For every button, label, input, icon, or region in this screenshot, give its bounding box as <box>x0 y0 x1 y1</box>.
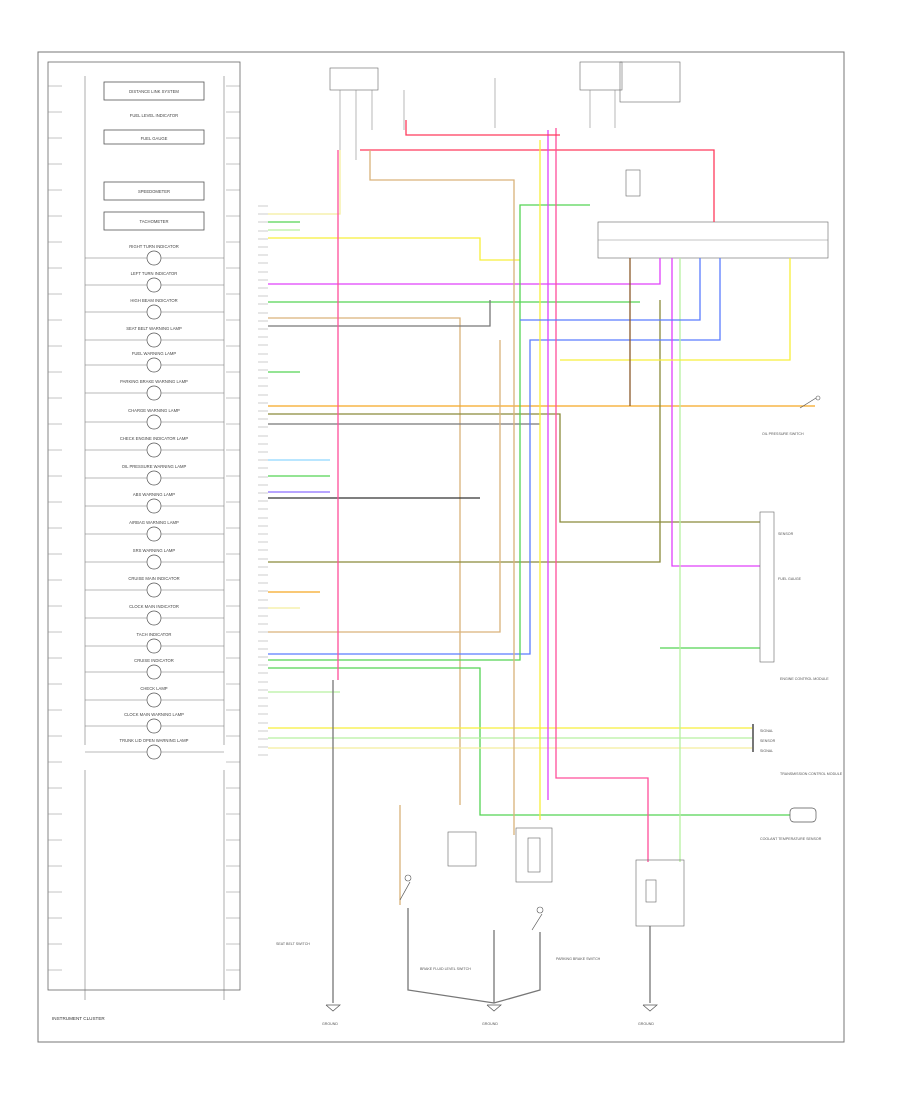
cluster-lamp-label: CRUISE INDICATOR <box>134 658 174 663</box>
ground-label-1: GROUND <box>322 1022 338 1026</box>
wire-harness <box>268 120 815 1004</box>
cluster-lamp: CHARGE WARNING LAMP <box>85 408 224 430</box>
cluster-connector-pins <box>258 205 268 756</box>
cluster-component-label: FUEL GAUGE <box>141 136 168 141</box>
top-connectors <box>329 61 829 259</box>
sensor-label: SENSOR <box>778 532 794 536</box>
cluster-lamp: AIRBAG WARNING LAMP <box>85 520 224 542</box>
wire-olive-2 <box>268 300 661 563</box>
oil-pressure-switch-label: OIL PRESSURE SWITCH <box>762 432 804 436</box>
cluster-lamp-label: ABS WARNING LAMP <box>133 492 175 497</box>
coolant-temperature-sensor-label: COOLANT TEMPERATURE SENSOR <box>760 837 822 841</box>
engine-control-module-label: ENGINE CONTROL MODULE <box>780 677 829 681</box>
cluster-lamp-label: FUEL WARNING LAMP <box>132 351 177 356</box>
wire-green-coolant <box>268 667 790 816</box>
brake-fluid-level-switch-label: BRAKE FLUID LEVEL SWITCH <box>420 967 471 971</box>
cluster-lamp-label: RIGHT TURN INDICATOR <box>129 244 178 249</box>
cluster-lamp: CHECK LAMP <box>85 686 224 708</box>
cluster-lamp-label: CLOCK MAIN INDICATOR <box>129 604 179 609</box>
instrument-cluster: DISTANCE LINK SYSTEM FUEL LEVEL INDICATO… <box>47 61 241 1021</box>
wire-tan-tb <box>369 150 515 835</box>
ground-label-3: GROUND <box>638 1022 654 1026</box>
cluster-outline <box>47 61 241 991</box>
cluster-lamp: CHECK ENGINE INDICATOR LAMP <box>85 436 224 458</box>
cluster-lamp: PARKING BRAKE WARNING LAMP <box>85 379 224 401</box>
tcm-label: TRANSMISSION CONTROL MODULE <box>780 772 843 776</box>
cluster-component-label: TACHOMETER <box>139 219 168 224</box>
cluster-lamp-label: OIL PRESSURE WARNING LAMP <box>122 464 187 469</box>
cluster-component-label: DISTANCE LINK SYSTEM <box>129 89 179 94</box>
cluster-lamp-label: CHECK LAMP <box>140 686 167 691</box>
cluster-lamp-label: TACH INDICATOR <box>137 632 172 637</box>
cluster-lamp-label: AIRBAG WARNING LAMP <box>129 520 179 525</box>
cluster-lamp-label: CRUISE MAIN INDICATOR <box>128 576 179 581</box>
cluster-lamp: FUEL WARNING LAMP <box>85 351 224 373</box>
cluster-lamp: LEFT TURN INDICATOR <box>85 271 224 293</box>
wire-magenta <box>268 258 661 285</box>
wire-yellow-right <box>560 258 791 361</box>
bottom-components: SEAT BELT SWITCH BRAKE FLUID LEVEL SWITC… <box>276 827 685 1026</box>
cluster-lamp-label: PARKING BRAKE WARNING LAMP <box>120 379 188 384</box>
right-components: OIL PRESSURE SWITCH SENSOR FUEL GAUGE EN… <box>752 395 843 841</box>
cluster-lamp: CRUISE MAIN INDICATOR <box>85 576 224 598</box>
wire-red-top <box>360 149 715 222</box>
cluster-lamp-label: CHARGE WARNING LAMP <box>128 408 180 413</box>
wire-pale-yellow <box>268 150 341 215</box>
cluster-lamp: CLOCK MAIN WARNING LAMP <box>85 712 224 734</box>
cluster-lamp-label: HIGH BEAM INDICATOR <box>130 298 177 303</box>
cluster-component-label: FUEL LEVEL INDICATOR <box>130 113 178 118</box>
cluster-lamp: CRUISE INDICATOR <box>85 658 224 680</box>
wire-pink-right <box>555 128 649 862</box>
cluster-lamp: HIGH BEAM INDICATOR <box>85 298 224 320</box>
cluster-lamp-label: CLOCK MAIN WARNING LAMP <box>124 712 184 717</box>
parking-brake-switch-label: PARKING BRAKE SWITCH <box>556 957 601 961</box>
sensor-label-2: SENSOR <box>760 739 776 743</box>
cluster-lamp: TRUNK LID OPEN WARNING LAMP <box>85 738 224 760</box>
wire-tan <box>268 317 461 805</box>
ground-label-2: GROUND <box>482 1022 498 1026</box>
wire-tan-2 <box>268 340 501 633</box>
cluster-lamp: OIL PRESSURE WARNING LAMP <box>85 464 224 486</box>
wire-gray <box>268 300 491 327</box>
cluster-lamp: CLOCK MAIN INDICATOR <box>85 604 224 626</box>
cluster-lamp: TACH INDICATOR <box>85 632 224 654</box>
wire-magenta-fuel <box>671 258 760 567</box>
cluster-lamp: ABS WARNING LAMP <box>85 492 224 514</box>
wire-green-top <box>268 204 590 661</box>
wire-blue <box>268 258 721 655</box>
signal-label: SIGNAL <box>760 729 773 733</box>
fuel-gauge-label: FUEL GAUGE <box>778 577 802 581</box>
signal-label-2: SIGNAL <box>760 749 773 753</box>
cluster-lamp: RIGHT TURN INDICATOR <box>85 244 224 266</box>
wire-blue-right <box>520 258 701 321</box>
cluster-lamp-label: CHECK ENGINE INDICATOR LAMP <box>120 436 188 441</box>
cluster-lamp-label: SEAT BELT WARNING LAMP <box>126 326 182 331</box>
wire-gray-bottom <box>407 908 541 1004</box>
cluster-title: INSTRUMENT CLUSTER <box>52 1016 105 1021</box>
cluster-lamp-label: TRUNK LID OPEN WARNING LAMP <box>120 738 189 743</box>
wire-red-small <box>405 120 560 136</box>
wire-yellow <box>268 237 520 261</box>
diagram-frame <box>37 51 845 1043</box>
cluster-lamp: SEAT BELT WARNING LAMP <box>85 326 224 348</box>
cluster-lamp-label: LEFT TURN INDICATOR <box>131 271 178 276</box>
cluster-lamp-label: SRS WARNING LAMP <box>133 548 176 553</box>
cluster-lamp: SRS WARNING LAMP <box>85 548 224 570</box>
seat-belt-switch-label: SEAT BELT SWITCH <box>276 942 310 946</box>
cluster-component-label: SPEEDOMETER <box>138 189 170 194</box>
